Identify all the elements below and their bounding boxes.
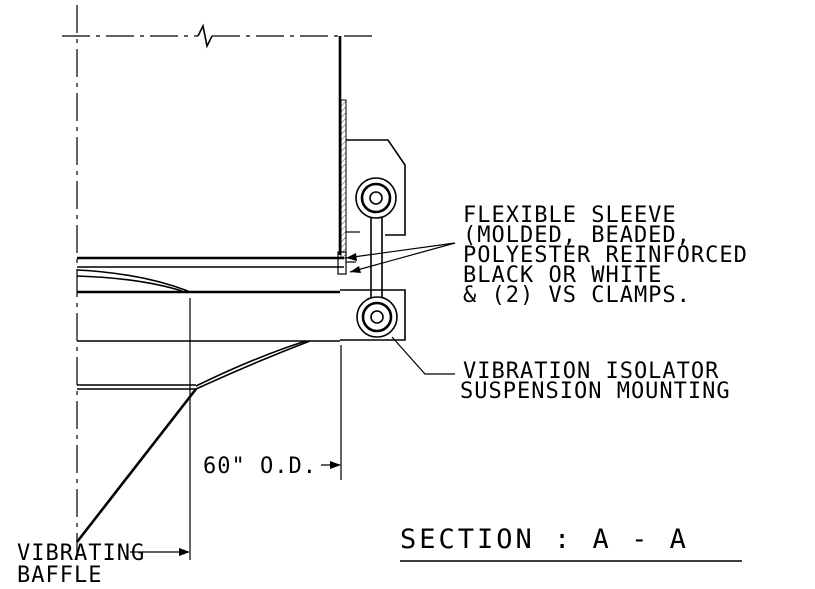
flexible-sleeve-note: FLEXIBLE SLEEVE (MOLDED, BEADED, POLYEST… — [463, 203, 762, 308]
vibrating-baffle-label: VIBRATING BAFFLE — [17, 541, 159, 588]
sleeve-note-line: (MOLDED, BEADED, — [463, 223, 691, 248]
vibrating-baffle — [75, 269, 311, 543]
baffle-leader — [130, 548, 190, 556]
lower-isolator-bushing — [356, 296, 398, 338]
baffle-label-line: VIBRATING — [17, 541, 145, 566]
lower-bracket — [340, 289, 406, 341]
vibration-isolator — [355, 177, 398, 338]
upper-bracket — [346, 139, 406, 236]
isolator-note-line: SUSPENSION MOUNTING — [460, 379, 731, 404]
top-centerline — [62, 23, 372, 49]
cylinder-wall — [338, 36, 347, 259]
isolator-leader — [391, 336, 455, 375]
sleeve-note-line: & (2) VS CLAMPS. — [463, 283, 691, 308]
lower-flange — [77, 290, 340, 390]
od-dimension-label: 60" O.D. — [203, 454, 317, 479]
od-dimension — [189, 298, 342, 560]
sleeve-note-line: FLEXIBLE SLEEVE — [463, 203, 677, 228]
sleeve-note-line: POLYESTER REINFORCED — [463, 243, 748, 268]
upper-isolator-bushing — [355, 177, 397, 219]
isolator-note-line: VIBRATION ISOLATOR — [463, 359, 719, 384]
baffle-label-line: BAFFLE — [17, 563, 102, 588]
vibration-isolator-note: VIBRATION ISOLATOR SUSPENSION MOUNTING — [460, 359, 734, 404]
sleeve-leaders — [345, 242, 456, 273]
section-title: SECTION : A - A — [400, 524, 689, 555]
flexible-sleeve — [77, 251, 356, 275]
sleeve-note-line: BLACK OR WHITE — [463, 263, 662, 288]
